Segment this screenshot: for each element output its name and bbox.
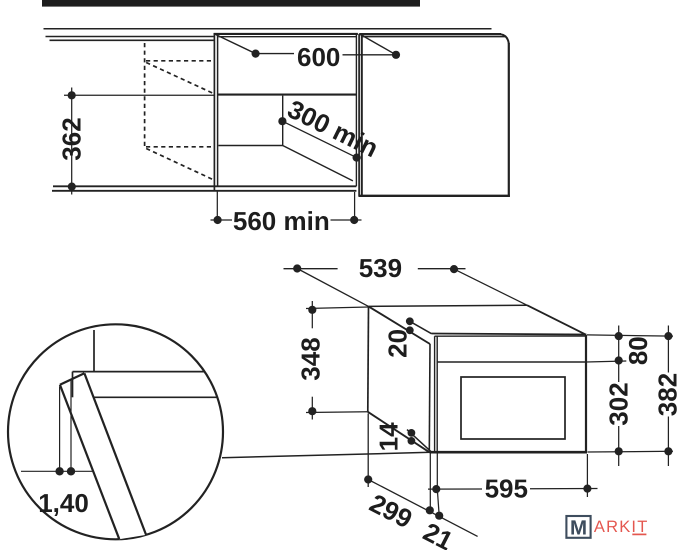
- svg-text:595: 595: [485, 473, 528, 503]
- svg-text:362: 362: [57, 117, 87, 160]
- svg-text:ARKIT: ARKIT: [594, 518, 649, 536]
- svg-text:348: 348: [296, 337, 326, 380]
- svg-text:20: 20: [382, 329, 412, 358]
- svg-text:1,40: 1,40: [38, 488, 89, 518]
- svg-text:560 min: 560 min: [233, 206, 330, 236]
- svg-text:M: M: [570, 517, 587, 540]
- svg-text:600: 600: [297, 42, 340, 72]
- svg-text:21: 21: [419, 516, 458, 550]
- svg-text:299: 299: [365, 488, 417, 534]
- svg-text:302: 302: [603, 382, 633, 425]
- svg-text:80: 80: [623, 336, 653, 365]
- svg-text:14: 14: [374, 422, 404, 451]
- svg-text:539: 539: [359, 253, 402, 283]
- svg-text:382: 382: [653, 373, 680, 416]
